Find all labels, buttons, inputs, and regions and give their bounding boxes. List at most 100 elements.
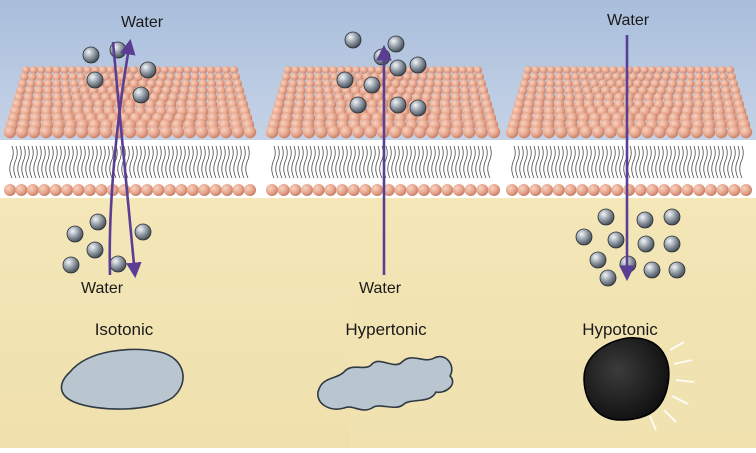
- lipid-head: [459, 72, 468, 82]
- lipid-head: [653, 125, 666, 139]
- lipid-head: [214, 66, 223, 74]
- lipid-head: [436, 66, 444, 74]
- lipid-head: [528, 79, 538, 89]
- lipid-head: [207, 79, 217, 89]
- condition-label-hypertonic: Hypertonic: [345, 320, 427, 339]
- lipid-tails: [9, 145, 250, 179]
- lipid-head: [601, 66, 610, 74]
- lipid-head: [593, 66, 602, 74]
- lipid-head: [564, 184, 577, 196]
- solute-molecule: [663, 235, 681, 253]
- solute-molecule: [636, 211, 654, 229]
- lipid-head: [702, 66, 711, 74]
- lipid-head: [75, 66, 84, 74]
- lipid-head: [159, 125, 173, 139]
- lipid-head: [4, 184, 16, 196]
- lipid-head: [599, 184, 612, 196]
- lipid-head: [195, 125, 209, 139]
- lipid-head: [314, 72, 323, 82]
- lipid-head: [322, 66, 330, 74]
- lipid-head: [702, 72, 712, 82]
- lipid-head: [60, 72, 70, 82]
- lipid-head: [576, 184, 589, 196]
- lipid-head: [329, 66, 338, 74]
- solute-molecule: [373, 48, 391, 66]
- lipid-head: [518, 125, 531, 139]
- lipid-head: [171, 125, 185, 139]
- lipid-head: [517, 184, 530, 196]
- lipid-head: [125, 85, 135, 96]
- lipid-head: [322, 72, 331, 82]
- solute-molecule: [575, 228, 593, 246]
- solute-molecule: [139, 61, 157, 79]
- water-label-bottom-isotonic: Water: [80, 280, 124, 297]
- lipid-head: [563, 72, 572, 82]
- solute-molecule: [389, 59, 407, 77]
- lipid-head: [555, 66, 564, 74]
- solute-molecule: [82, 46, 100, 64]
- solute-molecule: [597, 208, 615, 226]
- lipid-head: [727, 125, 740, 139]
- lipid-head: [443, 72, 452, 82]
- lipid-head: [646, 184, 659, 196]
- lipid-head: [552, 184, 565, 196]
- lipid-head: [658, 184, 671, 196]
- lipid-head: [39, 125, 53, 139]
- lipid-head: [135, 125, 149, 139]
- solute-molecule: [363, 76, 381, 94]
- lipid-head: [314, 66, 323, 74]
- lipid-head: [427, 72, 436, 82]
- lipid-head: [710, 66, 719, 74]
- lipid-head: [43, 79, 53, 89]
- lipid-head: [84, 184, 96, 196]
- lipid-head: [399, 79, 409, 89]
- lipid-head: [640, 66, 649, 74]
- lipid-head: [298, 72, 307, 82]
- lipid-head: [719, 72, 728, 82]
- lipid-head: [391, 79, 401, 89]
- lipid-head: [628, 85, 639, 96]
- lipid-head: [27, 125, 41, 139]
- lipid-head: [199, 66, 208, 74]
- lipid-head: [288, 79, 298, 89]
- lipid-head: [529, 184, 542, 196]
- lipid-head: [219, 125, 233, 139]
- lipid-head: [715, 125, 728, 139]
- lipid-head: [104, 79, 113, 89]
- lipid-head: [164, 184, 176, 196]
- lipid-head: [592, 125, 605, 139]
- lipid-head: [183, 125, 197, 139]
- lipid-head: [570, 66, 579, 74]
- lipid-head: [125, 72, 135, 82]
- lipid-head: [168, 66, 177, 74]
- lipid-head: [230, 66, 238, 74]
- lipid-head: [207, 85, 217, 96]
- lipid-head: [727, 72, 737, 82]
- lipid-head: [360, 66, 368, 74]
- lipid-head: [152, 184, 165, 196]
- lipid-head: [174, 72, 184, 82]
- lipid-head: [147, 79, 156, 89]
- lipid-head: [290, 72, 299, 82]
- lipid-head: [728, 184, 741, 196]
- lipid-head: [352, 125, 365, 139]
- lipid-head: [207, 72, 216, 82]
- lipid-head: [129, 79, 139, 89]
- lipid-head: [87, 125, 101, 139]
- lipid-head: [299, 66, 308, 74]
- lipid-head: [265, 125, 279, 139]
- lipid-head: [382, 184, 395, 196]
- lipid-head: [29, 66, 38, 74]
- lipid-head: [634, 184, 647, 196]
- lipid-head: [694, 72, 704, 82]
- lipid-head: [106, 66, 115, 74]
- lipid-head: [656, 66, 665, 74]
- solute-molecule: [89, 213, 107, 231]
- lipid-head: [232, 184, 245, 196]
- lipid-head: [562, 66, 571, 74]
- lipid-head: [371, 184, 384, 196]
- lipid-head: [61, 184, 74, 196]
- lipid-head: [611, 184, 624, 196]
- lipid-head: [284, 66, 292, 74]
